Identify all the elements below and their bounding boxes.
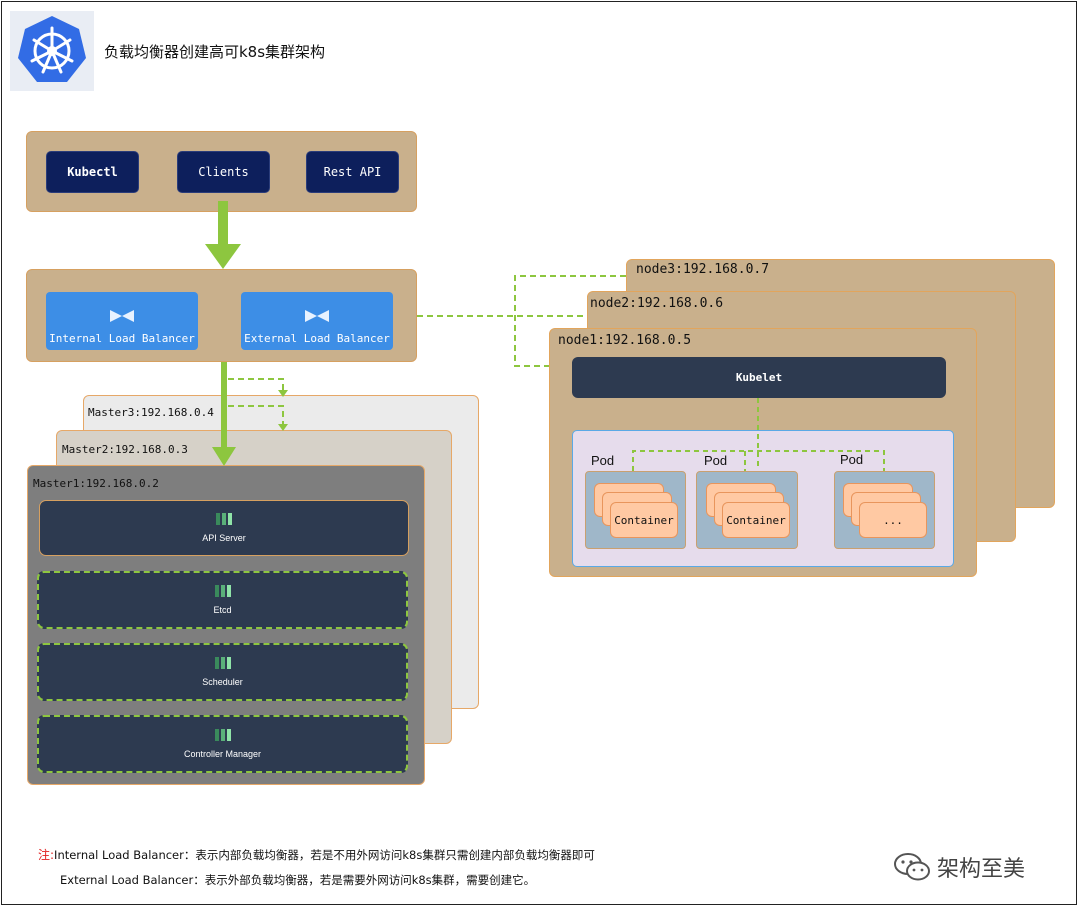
kubernetes-helm-icon bbox=[18, 16, 86, 82]
etcd-label: Etcd bbox=[213, 605, 232, 615]
rest-api-box: Rest API bbox=[306, 151, 399, 193]
container1: Container bbox=[610, 502, 678, 538]
component-bars-icon bbox=[214, 585, 231, 597]
scheduler: Scheduler bbox=[37, 643, 408, 701]
component-bars-icon bbox=[214, 657, 231, 669]
note-text-internal: Internal Load Balancer：表示内部负载均衡器，若是不用外网访… bbox=[54, 848, 595, 862]
internal-load-balancer: Internal Load Balancer bbox=[46, 292, 198, 350]
container2-label: Container bbox=[726, 513, 786, 527]
note-line2: External Load Balancer：表示外部负载均衡器，若是需要外网访… bbox=[60, 873, 536, 887]
etcd: Etcd bbox=[37, 571, 408, 629]
watermark: 架构至美 bbox=[893, 851, 1025, 883]
load-balancer-icon bbox=[305, 310, 329, 322]
clients-box: Clients bbox=[177, 151, 270, 193]
node2-label: node2:192.168.0.6 bbox=[590, 296, 724, 311]
page-title: 负载均衡器创建高可k8s集群架构 bbox=[104, 43, 326, 61]
master1-label: Master1:192.168.0.2 bbox=[33, 477, 159, 490]
controller-manager-label: Controller Manager bbox=[183, 749, 262, 759]
container3: ... bbox=[859, 502, 927, 538]
pod3-label: Pod bbox=[840, 452, 864, 467]
kubelet-box: Kubelet bbox=[572, 357, 946, 398]
api-server-label: API Server bbox=[202, 533, 246, 543]
component-bars-icon bbox=[214, 729, 231, 741]
external-load-balancer: External Load Balancer bbox=[241, 292, 393, 350]
pod1-label: Pod bbox=[591, 453, 615, 468]
note-prefix: 注: bbox=[38, 848, 55, 862]
logo-box bbox=[10, 11, 94, 91]
internal-lb-label: Internal Load Balancer bbox=[49, 332, 195, 345]
container1-label: Container bbox=[614, 513, 674, 527]
kubelet-label: Kubelet bbox=[735, 371, 783, 384]
node3-label: node3:192.168.0.7 bbox=[636, 262, 770, 277]
watermark-text: 架构至美 bbox=[937, 857, 1026, 882]
container3-label: ... bbox=[883, 513, 903, 527]
controller-manager: Controller Manager bbox=[37, 715, 408, 773]
pod2-label: Pod bbox=[704, 453, 728, 468]
external-lb-label: External Load Balancer bbox=[244, 332, 390, 345]
api-server: API Server bbox=[39, 500, 409, 556]
wechat-icon bbox=[894, 853, 930, 881]
master3-label: Master3:192.168.0.4 bbox=[88, 406, 214, 419]
kubectl-box: Kubectl bbox=[46, 151, 139, 193]
scheduler-label: Scheduler bbox=[202, 677, 243, 687]
master2-label: Master2:192.168.0.3 bbox=[62, 443, 188, 456]
load-balancer-icon bbox=[110, 310, 134, 322]
note-line1: 注:Internal Load Balancer：表示内部负载均衡器，若是不用外… bbox=[38, 846, 595, 863]
node1-label: node1:192.168.0.5 bbox=[558, 333, 692, 348]
container2: Container bbox=[722, 502, 790, 538]
component-bars-icon bbox=[216, 513, 232, 525]
